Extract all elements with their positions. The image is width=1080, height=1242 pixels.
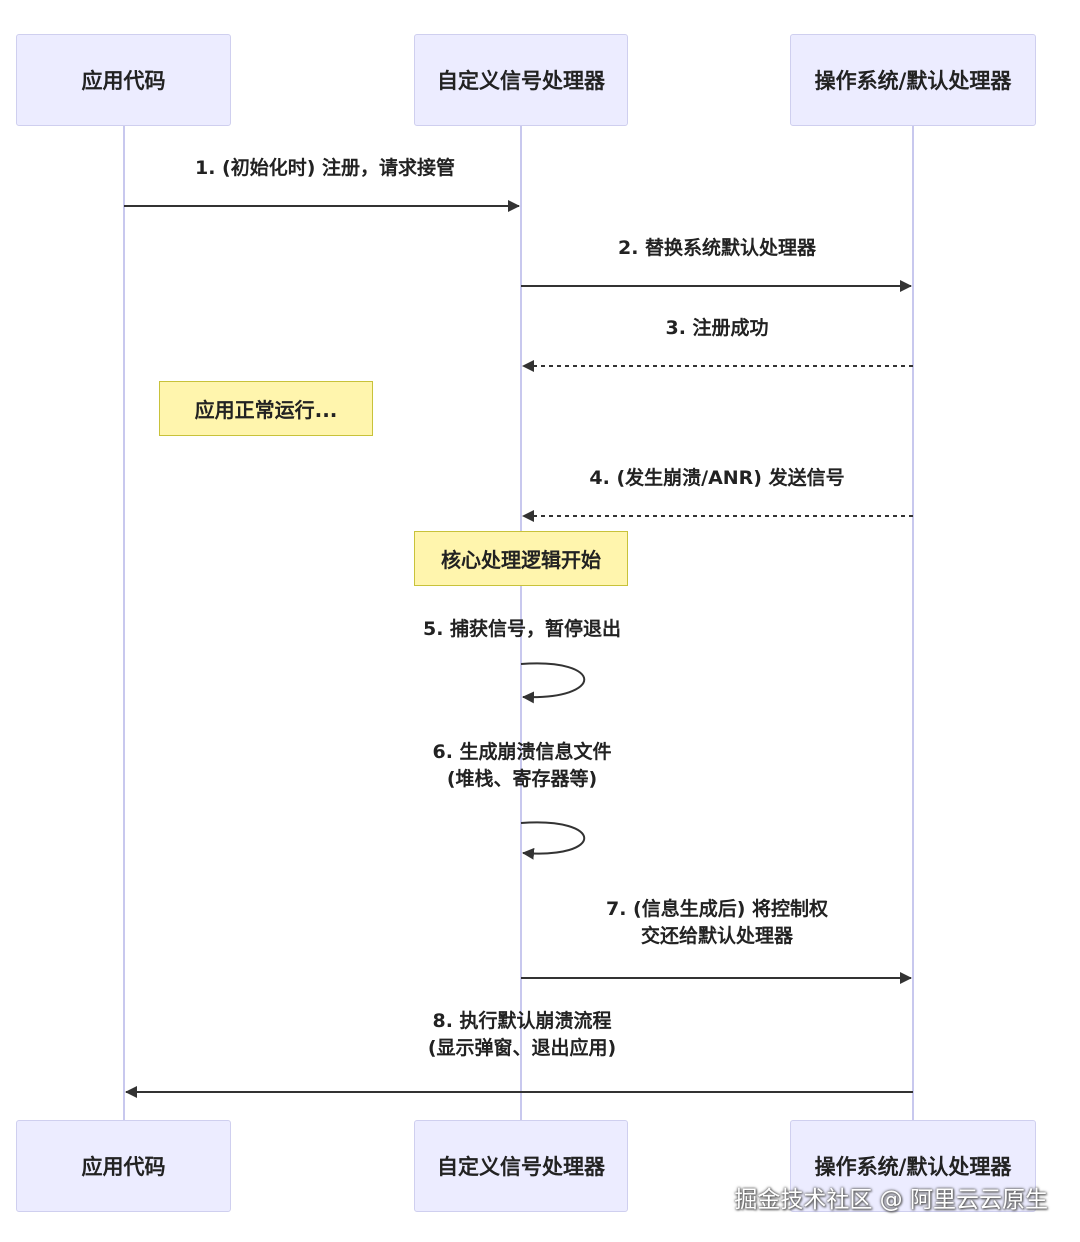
self-loop-m5: [520, 662, 586, 704]
message-label-7: 7. (信息生成后) 将控制权 交还给默认处理器: [605, 898, 829, 947]
actor-handler-bottom: 自定义信号处理器: [414, 1120, 628, 1212]
actor-app-bottom: 应用代码: [16, 1120, 231, 1212]
message-label-2: 2. 替换系统默认处理器: [617, 237, 817, 259]
self-loop-m6: [520, 821, 586, 860]
message-label-5: 5. 捕获信号，暂停退出: [422, 618, 622, 640]
message-label-8: 8. 执行默认崩溃流程 (显示弹窗、退出应用): [427, 1010, 617, 1059]
actor-handler-top: 自定义信号处理器: [414, 34, 628, 126]
message-label-4: 4. (发生崩溃/ANR) 发送信号: [589, 467, 845, 489]
note-core-logic-start: 核心处理逻辑开始: [414, 531, 628, 586]
message-label-6: 6. 生成崩溃信息文件 (堆栈、寄存器等): [432, 741, 612, 790]
actor-app-top: 应用代码: [16, 34, 231, 126]
actor-os-bottom: 操作系统/默认处理器: [790, 1120, 1036, 1212]
watermark: 掘金技术社区 @ 阿里云云原生: [734, 1187, 1048, 1213]
note-app-running: 应用正常运行...: [159, 381, 373, 436]
message-label-3: 3. 注册成功: [665, 317, 769, 339]
message-label-1: 1. (初始化时) 注册，请求接管: [194, 157, 456, 179]
actor-os-top: 操作系统/默认处理器: [790, 34, 1036, 126]
